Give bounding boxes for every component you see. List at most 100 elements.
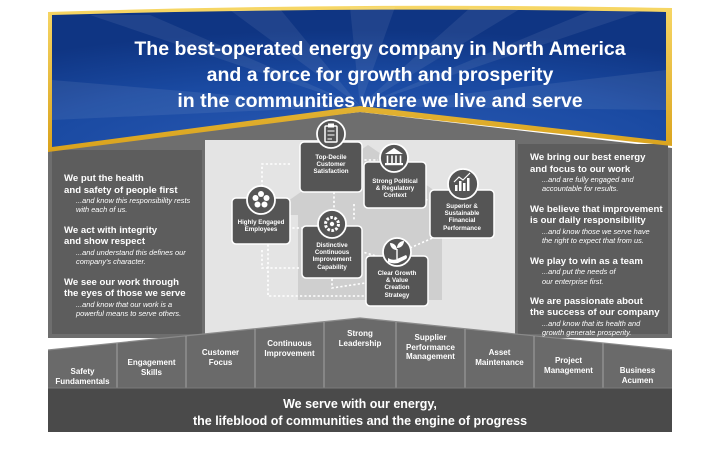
capability-continuous-improvement: Continuous Improvement xyxy=(255,339,324,358)
value-item: We are passionate about the success of o… xyxy=(530,296,670,338)
value-heading: and focus to our work xyxy=(530,163,631,175)
node-financial-label: Superior & Sustainable Financial Perform… xyxy=(430,203,494,232)
value-heading: We play to win as a team xyxy=(530,255,643,267)
gear-icon xyxy=(317,209,347,239)
capability-line: Management xyxy=(544,365,593,375)
capability-project: Project Management xyxy=(534,356,603,375)
node-growth xyxy=(365,237,429,307)
mission-line: and a force for growth and prosperity xyxy=(206,64,554,86)
node-label-line: Employees xyxy=(244,226,278,234)
node-label-line: Customer xyxy=(316,161,346,169)
value-heading: We put the health xyxy=(64,173,144,184)
right-panel xyxy=(518,144,668,334)
right-values: We bring our best energy and focus to ou… xyxy=(530,152,670,348)
left-values: We put the health and safety of people f… xyxy=(64,173,200,328)
value-heading: and safety of people first xyxy=(64,184,178,196)
clipboard-icon xyxy=(316,119,346,149)
value-heading: and show respect xyxy=(64,236,146,248)
node-label-line: Sustainable xyxy=(444,210,480,218)
capability-line: Continuous xyxy=(267,339,312,348)
value-item: We see our work through the eyes of thos… xyxy=(64,277,200,319)
capability-line: Business xyxy=(619,366,656,375)
value-heading: We act with integrity xyxy=(64,224,158,236)
capability-business: Business Acumen xyxy=(603,366,672,385)
value-subtext: with each of us. xyxy=(76,205,128,215)
foundation-statement: We serve with our energy, the lifeblood … xyxy=(50,396,670,430)
capability-safety: Safety Fundamentals xyxy=(48,367,117,386)
capability-line: Focus xyxy=(208,357,233,367)
value-heading: the eyes of those we serve xyxy=(64,288,186,300)
value-heading: We bring our best energy xyxy=(530,152,646,163)
node-label-line: & Regulatory xyxy=(375,185,415,193)
value-subtext: ...and know this responsibility rests xyxy=(76,196,191,205)
value-subtext: accountable for results. xyxy=(542,184,619,194)
capability-line: Project xyxy=(554,356,583,365)
value-item: We act with integrity and show respect .… xyxy=(64,225,200,267)
value-item: We believe that improvement is our daily… xyxy=(530,204,670,246)
banner xyxy=(48,5,672,152)
capability-supplier: Supplier Performance Management xyxy=(396,333,465,362)
chart-icon xyxy=(447,168,479,200)
node-label-line: Top-Decile xyxy=(315,154,347,161)
mission-line: in the communities where we live and ser… xyxy=(177,90,583,112)
capability-line: Asset xyxy=(488,348,511,357)
node-label-line: Financial xyxy=(448,217,476,225)
value-subtext: company's character. xyxy=(76,257,146,267)
node-political-label: Strong Political & Regulatory Context xyxy=(364,178,426,200)
node-label-line: Satisfaction xyxy=(313,168,349,176)
node-financial xyxy=(429,168,495,239)
value-heading: is our daily responsibility xyxy=(530,215,646,227)
node-label-line: Creation xyxy=(384,284,410,292)
capability-line: Supplier xyxy=(414,333,447,342)
node-label-line: Strong Political xyxy=(372,178,418,185)
plant-hand-icon xyxy=(382,237,412,267)
capability-line: Engagement xyxy=(127,358,176,367)
capability-line: Performance xyxy=(406,342,455,352)
node-label-line: Continuous xyxy=(314,249,350,257)
value-subtext: ...and understand this defines our xyxy=(76,247,186,257)
capability-line: Fundamentals xyxy=(55,376,110,386)
value-subtext: our enterprise first. xyxy=(542,276,604,286)
capability-line: Management xyxy=(406,352,455,361)
node-label-line: Strategy xyxy=(384,291,410,299)
capability-line: Improvement xyxy=(264,348,315,358)
node-label-line: Clear Growth xyxy=(377,270,417,277)
mission-line: The best-operated energy company in Nort… xyxy=(134,38,626,60)
node-label-line: Distinctive xyxy=(316,242,348,249)
capability-line: Maintenance xyxy=(475,357,524,367)
left-panel xyxy=(52,150,202,334)
value-subtext: ...and know that our work is a xyxy=(76,299,173,309)
node-label-line: Highly Engaged xyxy=(237,219,285,226)
foundation xyxy=(48,388,672,432)
capability-customer-focus: Customer Focus xyxy=(186,348,255,367)
capability-line: Acumen xyxy=(621,375,654,385)
capitol-icon xyxy=(379,143,409,173)
value-subtext: growth generate prosperity. xyxy=(542,328,632,338)
value-item: We play to win as a team ...and put the … xyxy=(530,256,670,286)
flower-icon xyxy=(246,185,276,215)
capability-line: Strong xyxy=(347,329,373,338)
foundation-line: We serve with our energy, xyxy=(283,397,437,411)
capability-line: Skills xyxy=(141,367,162,377)
node-label-line: Improvement xyxy=(312,256,352,264)
value-subtext: ...and put the needs of xyxy=(542,267,616,277)
value-heading: We believe that improvement xyxy=(530,203,663,215)
value-heading: We see our work through xyxy=(64,276,179,288)
value-subtext: the right to expect that from us. xyxy=(542,236,644,246)
capability-line: Customer xyxy=(201,348,240,357)
capability-asset: Asset Maintenance xyxy=(465,348,534,367)
node-improvement xyxy=(301,209,363,279)
node-label-line: Context xyxy=(383,192,407,200)
node-label-line: Performance xyxy=(443,224,481,232)
node-customer-label: Top-Decile Customer Satisfaction xyxy=(300,154,362,176)
value-subtext: ...and are fully engaged and xyxy=(542,175,634,184)
value-item: We put the health and safety of people f… xyxy=(64,173,200,215)
value-heading: We are passionate about xyxy=(530,295,643,307)
node-engaged xyxy=(231,185,291,245)
mission-statement: The best-operated energy company in Nort… xyxy=(100,36,660,114)
node-political xyxy=(363,143,427,209)
node-customer xyxy=(299,119,363,193)
capability-engagement: Engagement Skills xyxy=(117,358,186,377)
value-subtext: powerful means to serve others. xyxy=(76,309,182,319)
